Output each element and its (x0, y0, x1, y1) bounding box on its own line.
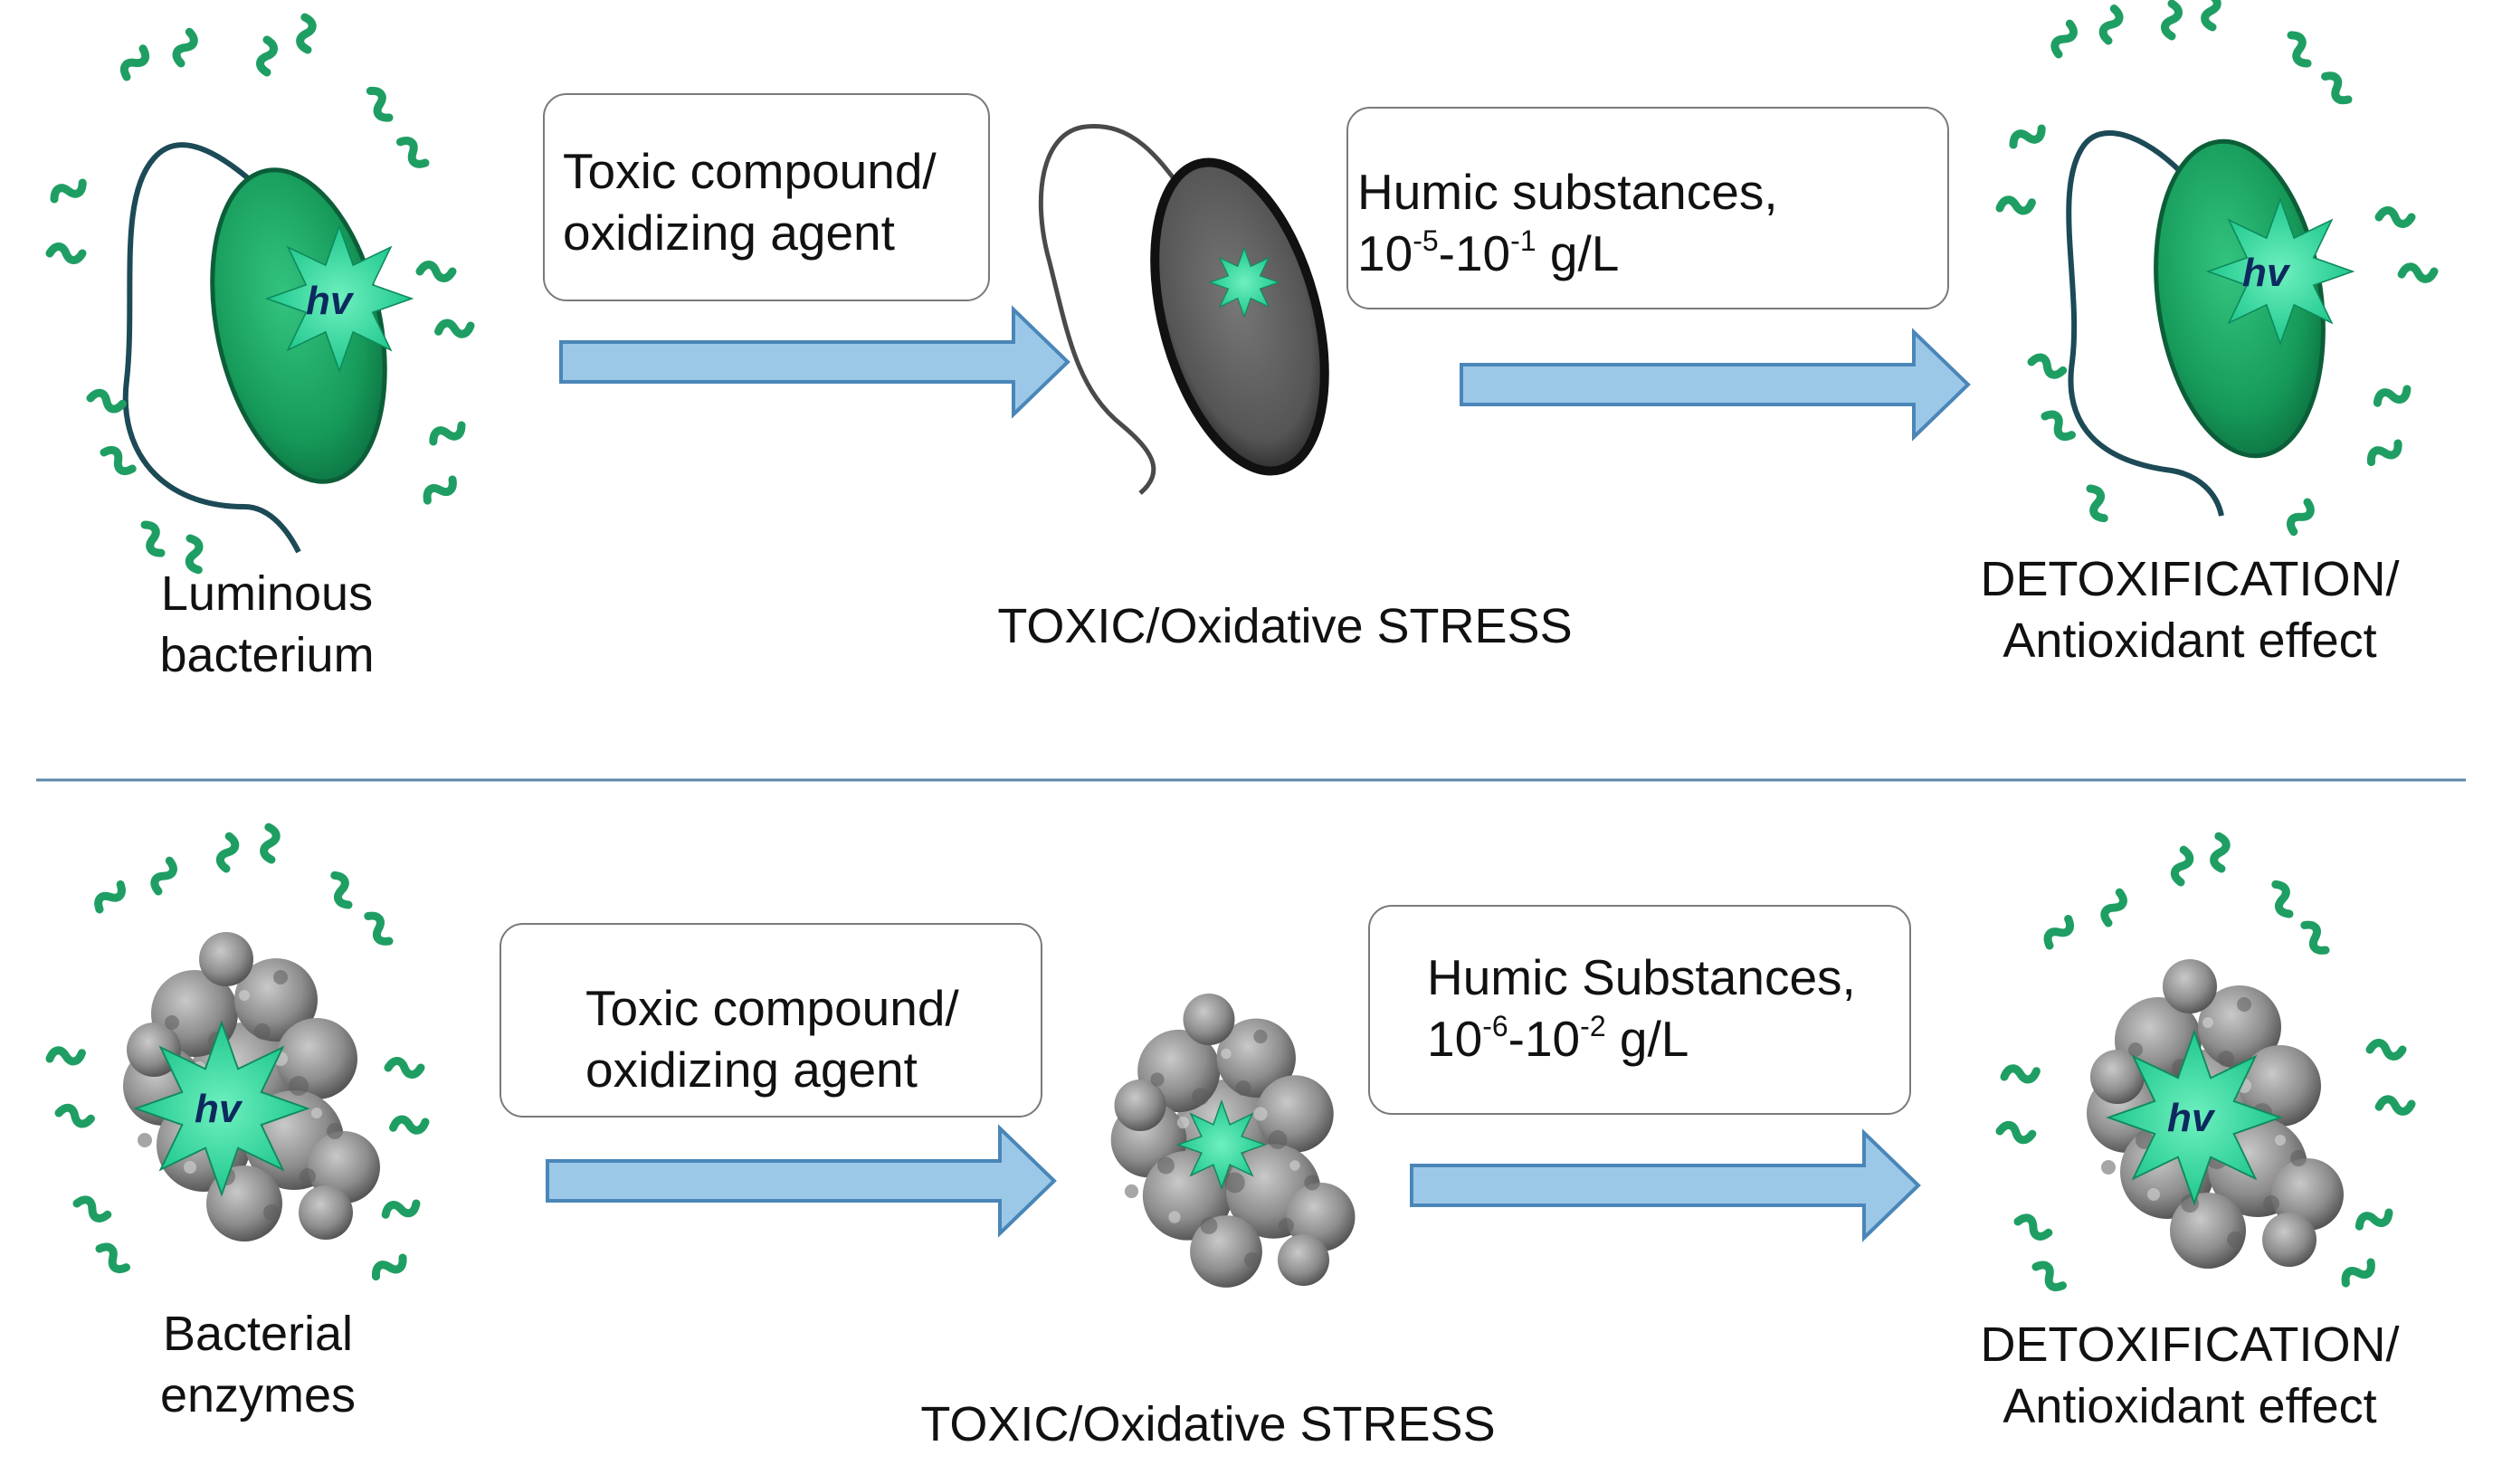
toxic-compound-text: Toxic compound/ oxidizing agent (563, 143, 937, 261)
detoxification-label: DETOXIFICATION/ Antioxidant effect (1980, 552, 2400, 668)
stress-label: TOXIC/Oxidative STRESS (920, 1397, 1496, 1451)
toxic-compound-box (543, 93, 990, 301)
toxic-compound-box (499, 923, 1042, 1118)
right-arrow-icon (1460, 330, 1970, 439)
concentration-range: 10-5-10-1 g/L (1357, 224, 1620, 281)
light-burst-icon: hv (2167, 1096, 2216, 1140)
humic-substances-box (1368, 905, 1911, 1115)
humic-substances-text: Humic Substances, 10-6-10-2 g/L (1427, 947, 1856, 1070)
humic-substances-text: Humic substances, 10-5-10-1 g/L (1357, 161, 1778, 284)
stress-label: TOXIC/Oxidative STRESS (997, 599, 1573, 653)
svg-text:hv: hv (306, 279, 355, 323)
light-burst-icon: hv (195, 1087, 243, 1131)
stressed-bacterium-icon (1038, 124, 1329, 495)
humic-substances-box (1346, 107, 1949, 309)
concentration-range: 10-6-10-2 g/L (1427, 1010, 1689, 1067)
detoxification-label: DETOXIFICATION/ Antioxidant effect (1980, 1318, 2400, 1433)
luminous-bacterium-icon (122, 142, 412, 554)
light-burst-icon: hv (2242, 251, 2291, 295)
right-arrow-icon (559, 308, 1070, 416)
enzyme-icon (123, 932, 380, 1241)
enzyme-icon (1110, 994, 1356, 1288)
svg-text:hv: hv (2167, 1096, 2216, 1140)
svg-text:hv: hv (2242, 251, 2291, 295)
luminous-bacterium-label: Luminous bacterium (159, 566, 375, 682)
right-arrow-icon (546, 1127, 1056, 1235)
light-burst-icon: hv (306, 279, 355, 323)
svg-text:hv: hv (195, 1087, 243, 1131)
enzyme-icon (2087, 959, 2344, 1269)
bacterial-enzymes-label: Bacterial enzymes (159, 1307, 357, 1422)
right-arrow-icon (1410, 1131, 1920, 1240)
toxic-compound-text: Toxic compound/ oxidizing agent (585, 980, 959, 1098)
luminous-bacterium-icon (2066, 130, 2353, 517)
